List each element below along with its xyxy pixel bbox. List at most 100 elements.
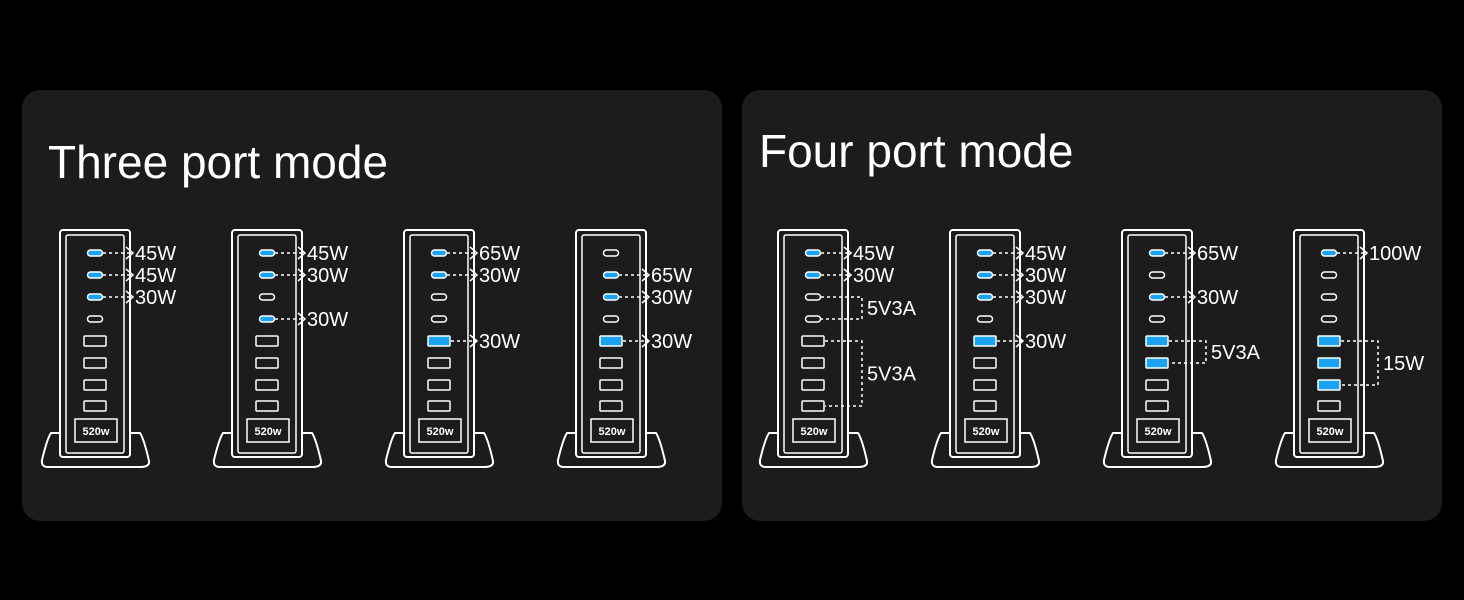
usb-a-port: [599, 379, 623, 391]
usb-a-port: [427, 400, 451, 412]
output-label: 45W: [135, 265, 176, 287]
charger-inner-frame: [581, 234, 641, 454]
power-rating-label: 520w: [973, 426, 1000, 438]
usb-c-port-active: [86, 249, 104, 257]
output-annotation: 65W: [1165, 243, 1238, 265]
output-annotation: 5V3A: [1169, 340, 1261, 364]
output-label: 15W: [1383, 353, 1424, 375]
charger-inner-frame: [1299, 234, 1359, 454]
power-rating-label: 520w: [599, 426, 626, 438]
power-rating-badge: [964, 418, 1008, 443]
output-annotation: 45W: [103, 243, 176, 265]
output-annotation: 30W: [993, 287, 1066, 309]
output-label: 5V3A: [1211, 342, 1261, 364]
usb-c-port: [430, 293, 448, 301]
power-rating-label: 520w: [1317, 426, 1344, 438]
output-annotation: 30W: [623, 331, 692, 353]
usb-a-port-active: [1145, 335, 1169, 347]
usb-c-port-active: [976, 271, 994, 279]
usb-a-port: [1145, 379, 1169, 391]
usb-a-port-active: [1317, 379, 1341, 391]
usb-c-port: [804, 293, 822, 301]
output-annotation: 30W: [997, 331, 1066, 353]
output-label: 45W: [1025, 243, 1066, 265]
output-label: 30W: [307, 265, 348, 287]
panel-title: Three port mode: [48, 136, 389, 188]
charger-base: [212, 432, 323, 468]
output-label: 30W: [1025, 265, 1066, 287]
usb-c-port-active: [430, 249, 448, 257]
output-label: 30W: [479, 331, 520, 353]
four-port-diagrams: 520w45W30W5V3A5V3A520w45W30W30W30W520w65…: [758, 229, 1424, 468]
charger-base: [930, 432, 1041, 468]
usb-c-port-active: [86, 293, 104, 301]
usb-c-port: [1148, 315, 1166, 323]
power-rating-badge: [246, 418, 290, 443]
output-label: 45W: [135, 243, 176, 265]
charger-inner-frame: [955, 234, 1015, 454]
usb-c-port-active: [258, 315, 276, 323]
three-port-diagrams: 520w45W45W30W520w45W30W30W520w65W30W30W5…: [40, 229, 692, 468]
output-label: 30W: [307, 309, 348, 331]
output-annotation: 5V3A: [825, 340, 917, 407]
usb-a-port-active: [427, 335, 451, 347]
usb-c-port-active: [602, 271, 620, 279]
charger-inner-frame: [409, 234, 469, 454]
charger-body: [777, 229, 849, 458]
output-label: 30W: [479, 265, 520, 287]
usb-a-port: [973, 400, 997, 412]
usb-a-port: [255, 357, 279, 369]
output-label: 30W: [135, 287, 176, 309]
power-rating-label: 520w: [801, 426, 828, 438]
power-rating-badge: [1308, 418, 1352, 443]
power-rating-badge: [418, 418, 462, 443]
output-annotation: 30W: [451, 331, 520, 353]
usb-c-port-active: [602, 293, 620, 301]
output-label: 65W: [651, 265, 692, 287]
usb-a-port-active: [973, 335, 997, 347]
power-rating-label: 520w: [427, 426, 454, 438]
usb-c-port: [1320, 271, 1338, 279]
usb-a-port: [973, 379, 997, 391]
usb-a-port-active: [599, 335, 623, 347]
usb-a-port: [973, 357, 997, 369]
usb-a-port: [427, 357, 451, 369]
output-label: 30W: [1197, 287, 1238, 309]
usb-a-port: [83, 357, 107, 369]
output-label: 30W: [651, 287, 692, 309]
output-annotation: 100W: [1337, 243, 1421, 265]
usb-a-port: [1317, 400, 1341, 412]
usb-c-port-active: [86, 271, 104, 279]
output-annotation: 30W: [447, 265, 520, 287]
charger-base: [1274, 432, 1385, 468]
power-rating-label: 520w: [1145, 426, 1172, 438]
power-rating-label: 520w: [83, 426, 110, 438]
usb-c-port-active: [258, 249, 276, 257]
charger-base: [758, 432, 869, 468]
usb-a-port: [599, 357, 623, 369]
usb-c-port: [430, 315, 448, 323]
usb-a-port: [801, 400, 825, 412]
output-annotation: 45W: [275, 243, 348, 265]
usb-c-port-active: [430, 271, 448, 279]
usb-c-port-active: [804, 249, 822, 257]
output-annotation: 45W: [821, 243, 894, 265]
charger-body: [231, 229, 303, 458]
charger-body: [59, 229, 131, 458]
usb-c-port: [1320, 293, 1338, 301]
panel-title: Four port mode: [759, 125, 1074, 177]
output-label: 45W: [307, 243, 348, 265]
output-annotation: 65W: [619, 265, 692, 287]
output-label: 30W: [651, 331, 692, 353]
usb-c-port-active: [258, 271, 276, 279]
power-rating-badge: [590, 418, 634, 443]
charger-inner-frame: [1127, 234, 1187, 454]
charger-base: [384, 432, 495, 468]
usb-c-port: [86, 315, 104, 323]
